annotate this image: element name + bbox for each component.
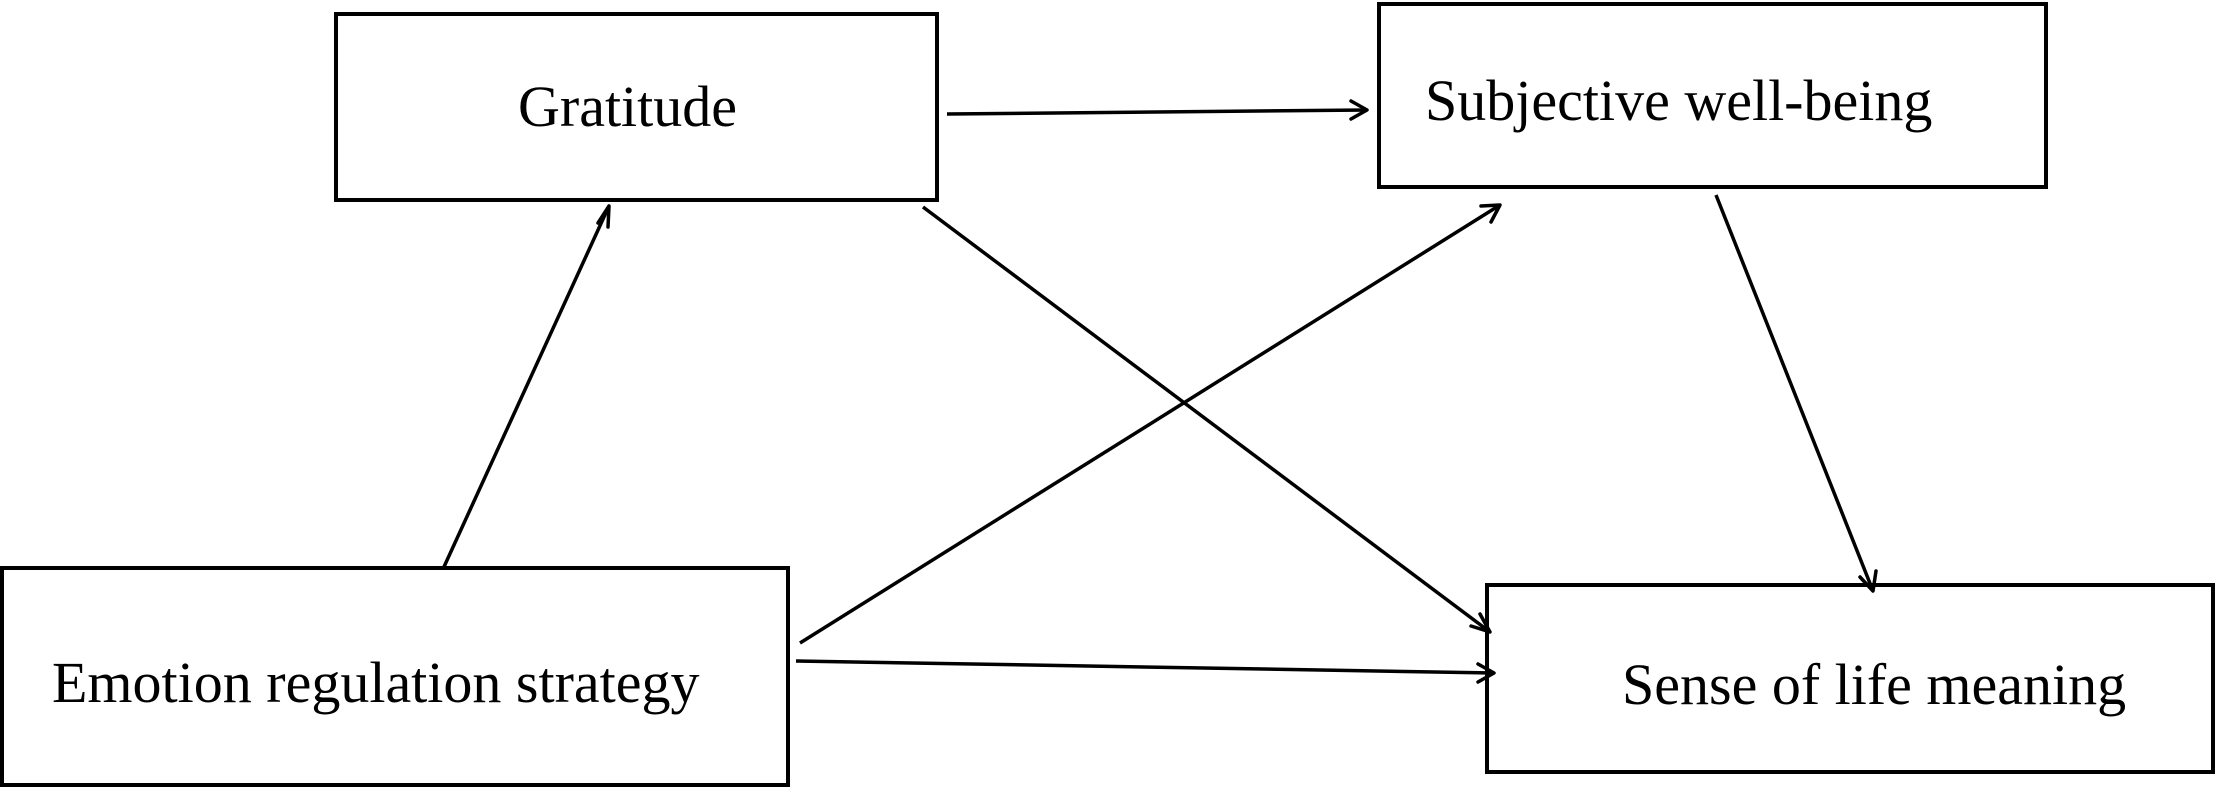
node-subjective-well-being-label: Subjective well-being xyxy=(1425,68,1932,133)
edge-emotion-regulation-to-sense-of-life-meaning-line xyxy=(795,659,1495,675)
edge-emotion-regulation-to-sense-of-life-meaning-arrowhead xyxy=(1476,662,1496,684)
edge-gratitude-to-sense-of-life-meaning-arrowhead xyxy=(1469,612,1492,634)
edge-gratitude-to-subjective-well-being-arrowhead xyxy=(1349,99,1369,121)
edge-emotion-regulation-to-gratitude xyxy=(441,204,611,570)
node-sense-of-life-meaning: Sense of life meaning xyxy=(1485,583,2215,774)
edge-emotion-regulation-to-subjective-well-being xyxy=(799,203,1502,645)
node-emotion-regulation-strategy-label: Emotion regulation strategy xyxy=(52,650,700,715)
node-sense-of-life-meaning-label: Sense of life meaning xyxy=(1622,652,2126,717)
node-sense-of-life-meaning-box xyxy=(1485,583,2215,774)
node-subjective-well-being: Subjective well-being xyxy=(1377,2,2048,189)
node-gratitude: Gratitude xyxy=(334,12,939,202)
node-subjective-well-being-box xyxy=(1377,2,2048,189)
edge-emotion-regulation-to-subjective-well-being-line xyxy=(799,203,1501,645)
edge-gratitude-to-sense-of-life-meaning xyxy=(921,205,1492,634)
edge-gratitude-to-subjective-well-being-line xyxy=(946,108,1368,116)
node-emotion-regulation-strategy: Emotion regulation strategy xyxy=(0,566,790,787)
edge-subjective-well-being-to-sense-of-life-meaning xyxy=(1714,194,1878,593)
node-gratitude-label: Gratitude xyxy=(518,74,737,139)
node-gratitude-box xyxy=(334,12,939,202)
edge-subjective-well-being-to-sense-of-life-meaning-line xyxy=(1714,194,1875,592)
edge-subjective-well-being-to-sense-of-life-meaning-arrowhead xyxy=(1858,569,1878,593)
edge-emotion-regulation-to-gratitude-arrowhead xyxy=(596,204,611,229)
edge-gratitude-to-subjective-well-being xyxy=(946,99,1369,121)
edge-emotion-regulation-to-gratitude-line xyxy=(441,205,611,570)
edge-gratitude-to-sense-of-life-meaning-line xyxy=(921,205,1492,634)
edge-emotion-regulation-to-sense-of-life-meaning xyxy=(795,659,1496,684)
edge-emotion-regulation-to-subjective-well-being-arrowhead xyxy=(1479,203,1502,224)
node-emotion-regulation-strategy-box xyxy=(0,566,790,787)
